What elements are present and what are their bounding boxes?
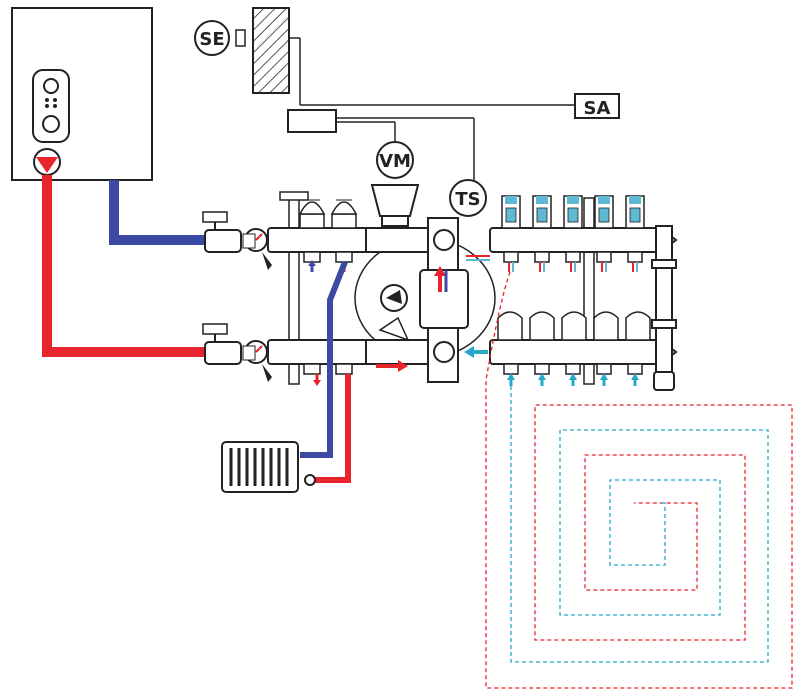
wall-section [252, 7, 290, 94]
manifold-end-piece [651, 225, 677, 391]
ball-valve-icon [202, 323, 242, 365]
left-bottom-manifold [267, 339, 369, 375]
temperature-sensor: TS [449, 179, 487, 217]
radiator-icon [221, 441, 316, 493]
controller-box [287, 109, 337, 133]
boiler [11, 7, 153, 181]
svg-text:VM: VM [379, 151, 411, 172]
right-bracket [583, 197, 595, 385]
space-actuator: SA [574, 93, 620, 119]
mixing-unit [354, 217, 496, 383]
underfloor-loop-supply [485, 271, 793, 689]
svg-text:TS: TS [455, 189, 480, 210]
control-wiring [289, 37, 575, 180]
right-top-manifold [489, 195, 678, 272]
ball-valve-icon [202, 211, 242, 253]
right-bottom-manifold [489, 311, 678, 386]
left-bracket [279, 191, 309, 385]
radiator-supply-pipe [312, 374, 351, 483]
valve-motor: VM [370, 141, 420, 227]
external-sensor: SE [194, 20, 246, 56]
svg-text:SE: SE [199, 29, 224, 50]
pump-triangle-icon [33, 148, 61, 176]
boiler-return-pipe [109, 180, 205, 245]
left-top-manifold [267, 199, 369, 263]
svg-text:SA: SA [584, 98, 611, 119]
underfloor-loop-return [510, 386, 769, 663]
boiler-supply-pipe [42, 175, 205, 357]
thermal-actuator-row [497, 311, 651, 341]
flow-meter-row [501, 195, 645, 229]
radiator-return-pipe [300, 260, 348, 458]
